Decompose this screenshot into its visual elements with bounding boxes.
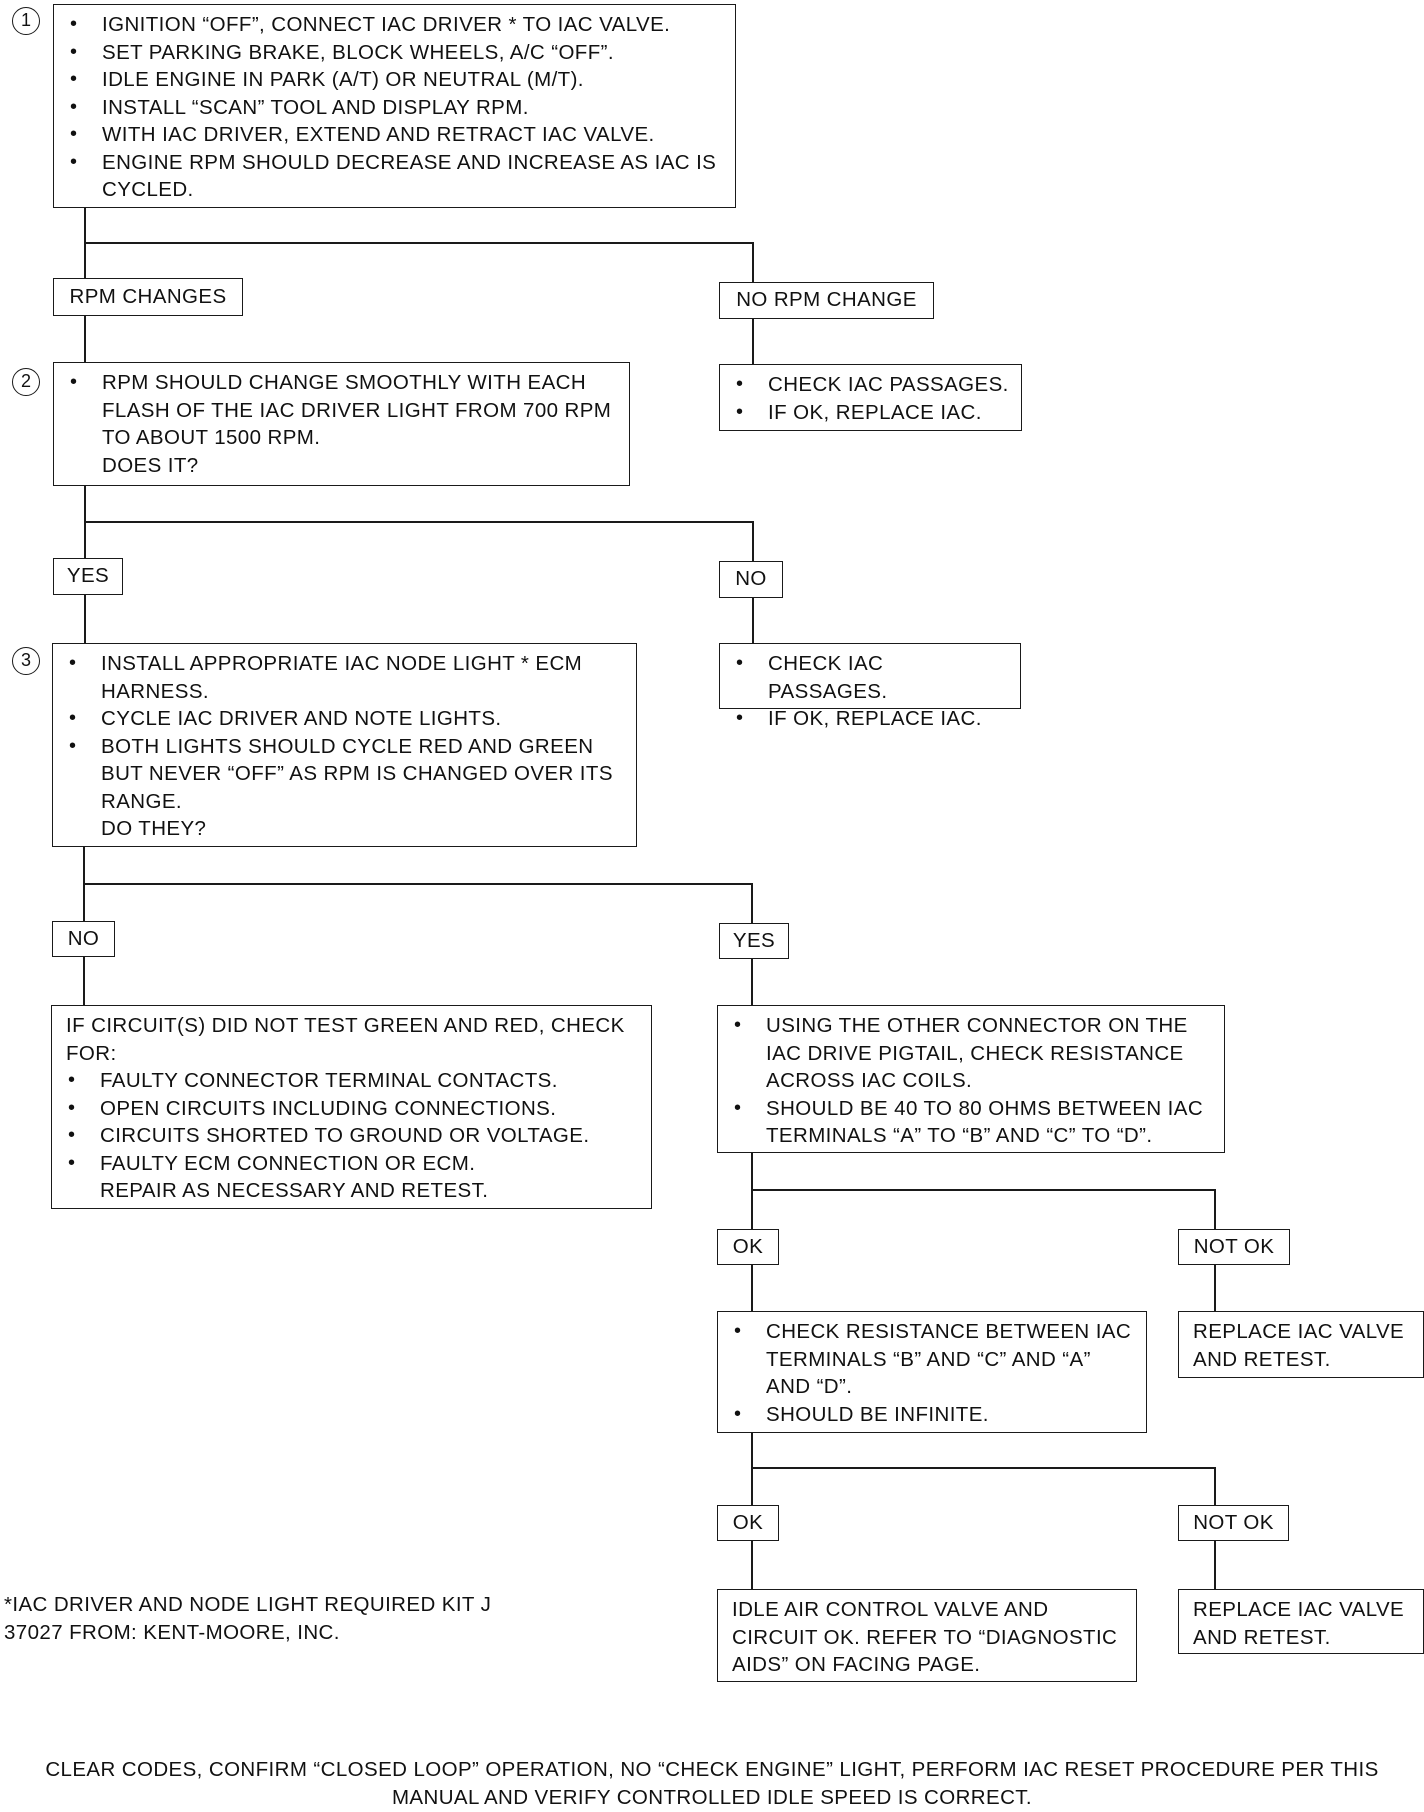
connector-line bbox=[1214, 1541, 1216, 1589]
connector-line bbox=[752, 242, 754, 282]
check-item: IF OK, REPLACE IAC. bbox=[734, 705, 1008, 733]
kit-footnote: *IAC DRIVER AND NODE LIGHT REQUIRED KIT … bbox=[4, 1593, 492, 1644]
circuit-check-item: FAULTY ECM CONNECTION OR ECM. bbox=[66, 1150, 639, 1178]
connector-line bbox=[752, 597, 754, 643]
connector-line bbox=[83, 957, 85, 1005]
terminal-resistance-item: CHECK RESISTANCE BETWEEN IAC TERMINALS “… bbox=[732, 1318, 1134, 1401]
step2-question: DOES IT? bbox=[102, 453, 199, 477]
replace-iac-text: REPLACE IAC VALVE AND RETEST. bbox=[1193, 1598, 1405, 1649]
connector-line bbox=[1214, 1265, 1216, 1311]
coil-resistance-item: SHOULD BE 40 TO 80 OHMS BETWEEN IAC TERM… bbox=[732, 1095, 1212, 1150]
yes-label: YES bbox=[719, 923, 789, 959]
ok-label: OK bbox=[717, 1505, 779, 1541]
step3-item: INSTALL APPROPRIATE IAC NODE LIGHT * ECM… bbox=[67, 650, 624, 705]
connector-line bbox=[84, 595, 86, 643]
replace-iac-box-2: REPLACE IAC VALVE AND RETEST. bbox=[1178, 1589, 1424, 1654]
step3-item: CYCLE IAC DRIVER AND NOTE LIGHTS. bbox=[67, 705, 624, 733]
terminal-resistance-item: SHOULD BE INFINITE. bbox=[732, 1401, 1134, 1429]
step1-item: INSTALL “SCAN” TOOL AND DISPLAY RPM. bbox=[68, 94, 723, 122]
coil-resistance-item: USING THE OTHER CONNECTOR ON THE IAC DRI… bbox=[732, 1012, 1212, 1095]
connector-line bbox=[751, 1433, 753, 1507]
coil-resistance-box: USING THE OTHER CONNECTOR ON THE IAC DRI… bbox=[717, 1005, 1225, 1153]
connector-line bbox=[84, 242, 754, 244]
step3-question: DO THEY? bbox=[101, 817, 207, 840]
no-label: NO bbox=[719, 561, 783, 598]
connector-line bbox=[751, 1467, 1216, 1469]
step2-question-box: RPM SHOULD CHANGE SMOOTHLY WITH EACH FLA… bbox=[53, 362, 630, 486]
terminal-resistance-box: CHECK RESISTANCE BETWEEN IAC TERMINALS “… bbox=[717, 1311, 1147, 1433]
step-marker-1: 1 bbox=[12, 7, 40, 35]
connector-line bbox=[751, 1189, 1216, 1191]
connector-line bbox=[752, 318, 754, 364]
not-ok-label: NOT OK bbox=[1178, 1229, 1290, 1265]
connector-line bbox=[751, 1153, 753, 1229]
final-instruction-footer: CLEAR CODES, CONFIRM “CLOSED LOOP” OPERA… bbox=[45, 1758, 1379, 1809]
circuit-check-tail: REPAIR AS NECESSARY AND RETEST. bbox=[100, 1179, 489, 1202]
no-rpm-change-label: NO RPM CHANGE bbox=[719, 282, 934, 319]
connector-line bbox=[83, 883, 753, 885]
circuit-check-box: IF CIRCUIT(S) DID NOT TEST GREEN AND RED… bbox=[51, 1005, 652, 1209]
connector-line bbox=[1214, 1189, 1216, 1229]
step3-question-box: INSTALL APPROPRIATE IAC NODE LIGHT * ECM… bbox=[52, 643, 637, 847]
check-item: CHECK IAC PASSAGES. bbox=[734, 371, 1009, 399]
step-marker-3: 3 bbox=[12, 647, 40, 675]
ok-label: OK bbox=[717, 1229, 779, 1265]
connector-line bbox=[752, 521, 754, 561]
rpm-changes-label: RPM CHANGES bbox=[53, 278, 243, 316]
check-passages-box-2: CHECK IAC PASSAGES. IF OK, REPLACE IAC. bbox=[719, 643, 1021, 732]
check-item: IF OK, REPLACE IAC. bbox=[734, 399, 1009, 427]
step-marker-2: 2 bbox=[12, 368, 40, 396]
connector-line bbox=[751, 1541, 753, 1589]
connector-line bbox=[84, 316, 86, 362]
circuit-check-item: CIRCUITS SHORTED TO GROUND OR VOLTAGE. bbox=[66, 1122, 639, 1150]
connector-line bbox=[84, 521, 754, 523]
connector-line bbox=[751, 959, 753, 1005]
replace-iac-box-1: REPLACE IAC VALVE AND RETEST. bbox=[1178, 1311, 1424, 1378]
no-label: NO bbox=[52, 921, 115, 957]
check-item: CHECK IAC PASSAGES. bbox=[734, 650, 1008, 705]
replace-iac-text: REPLACE IAC VALVE AND RETEST. bbox=[1193, 1320, 1405, 1371]
valve-ok-text: IDLE AIR CONTROL VALVE AND CIRCUIT OK. R… bbox=[732, 1598, 1118, 1676]
step1-item: ENGINE RPM SHOULD DECREASE AND INCREASE … bbox=[68, 149, 723, 204]
circuit-check-item: FAULTY CONNECTOR TERMINAL CONTACTS. bbox=[66, 1067, 639, 1095]
step1-item: IDLE ENGINE IN PARK (A/T) OR NEUTRAL (M/… bbox=[68, 66, 723, 94]
circuit-check-item: OPEN CIRCUITS INCLUDING CONNECTIONS. bbox=[66, 1095, 639, 1123]
step2-item: RPM SHOULD CHANGE SMOOTHLY WITH EACH FLA… bbox=[68, 369, 617, 452]
not-ok-label: NOT OK bbox=[1178, 1505, 1289, 1541]
connector-line bbox=[751, 883, 753, 923]
connector-line bbox=[751, 1263, 753, 1311]
valve-ok-box: IDLE AIR CONTROL VALVE AND CIRCUIT OK. R… bbox=[717, 1589, 1137, 1682]
step1-item: SET PARKING BRAKE, BLOCK WHEELS, A/C “OF… bbox=[68, 39, 723, 67]
yes-label: YES bbox=[53, 558, 123, 595]
step3-item: BOTH LIGHTS SHOULD CYCLE RED AND GREEN B… bbox=[67, 733, 624, 816]
circuit-check-intro: IF CIRCUIT(S) DID NOT TEST GREEN AND RED… bbox=[66, 1014, 625, 1065]
check-passages-box-1: CHECK IAC PASSAGES. IF OK, REPLACE IAC. bbox=[719, 364, 1022, 431]
connector-line bbox=[1214, 1467, 1216, 1507]
step1-item: IGNITION “OFF”, CONNECT IAC DRIVER * TO … bbox=[68, 11, 723, 39]
step1-instructions-box: IGNITION “OFF”, CONNECT IAC DRIVER * TO … bbox=[53, 4, 736, 208]
step1-item: WITH IAC DRIVER, EXTEND AND RETRACT IAC … bbox=[68, 121, 723, 149]
